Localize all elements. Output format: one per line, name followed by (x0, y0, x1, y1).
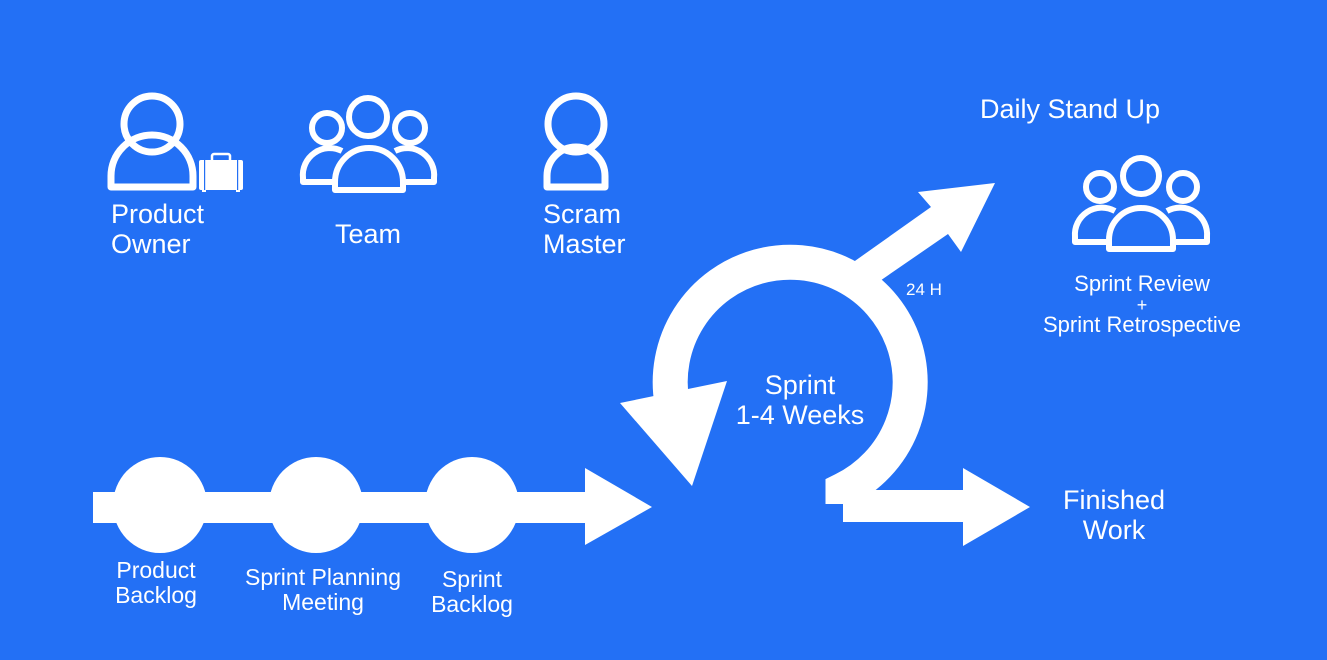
review-line: + (1136, 294, 1148, 315)
finished-line: Work (1082, 514, 1146, 545)
role-label-product-owner: Product Owner (111, 199, 205, 259)
finished-work-label: Finished Work (1044, 485, 1184, 545)
role-label-team: Team (318, 219, 418, 250)
role-label-line: Owner (111, 228, 191, 259)
step-circle-sprint-backlog (425, 457, 519, 553)
review-line: Sprint Retrospective (1042, 311, 1242, 337)
role-label-line: Scram (543, 199, 622, 229)
sprint-line: Sprint (764, 370, 836, 400)
step-label-product-backlog: Product Backlog (96, 557, 216, 609)
daily-standup-title: Daily Stand Up (979, 94, 1161, 124)
role-label-scram-master: Scram Master (543, 199, 626, 259)
step-circle-product-backlog (113, 457, 207, 553)
daily-interval-label: 24 H (906, 280, 942, 299)
step-label-line: Backlog (431, 591, 513, 618)
step-label-sprint-planning: Sprint Planning Meeting (233, 564, 413, 616)
person-icon (107, 92, 197, 191)
step-label-line: Sprint (441, 566, 503, 592)
briefcase-icon (199, 152, 243, 192)
step-label-line: Meeting (282, 589, 364, 616)
sprint-cycle-arrow (620, 244, 928, 506)
pipeline-step-markers (113, 457, 519, 553)
role-label-line: Product (111, 199, 205, 229)
review-line: Sprint Review (1074, 271, 1210, 296)
finished-work-arrow (843, 468, 1030, 546)
role-label-line: Team (334, 219, 402, 249)
sprint-review-label: Sprint Review + Sprint Retrospective (1012, 271, 1272, 337)
sprint-duration-label: Sprint 1-4 Weeks (710, 370, 890, 430)
sprint-line: 1-4 Weeks (735, 399, 865, 430)
cycle-arrowhead (620, 381, 727, 486)
step-label-line: Backlog (115, 582, 197, 609)
group-icon (299, 95, 438, 193)
daily-standup-arrow (845, 183, 995, 285)
person-icon (543, 92, 609, 191)
step-label-sprint-backlog: Sprint Backlog (412, 566, 532, 618)
step-circle-sprint-planning (269, 457, 363, 553)
step-label-line: Sprint Planning (245, 564, 401, 590)
finished-line: Finished (1062, 485, 1166, 515)
group-icon (1071, 155, 1211, 252)
step-label-line: Product (116, 557, 196, 583)
role-label-line: Master (543, 228, 626, 259)
